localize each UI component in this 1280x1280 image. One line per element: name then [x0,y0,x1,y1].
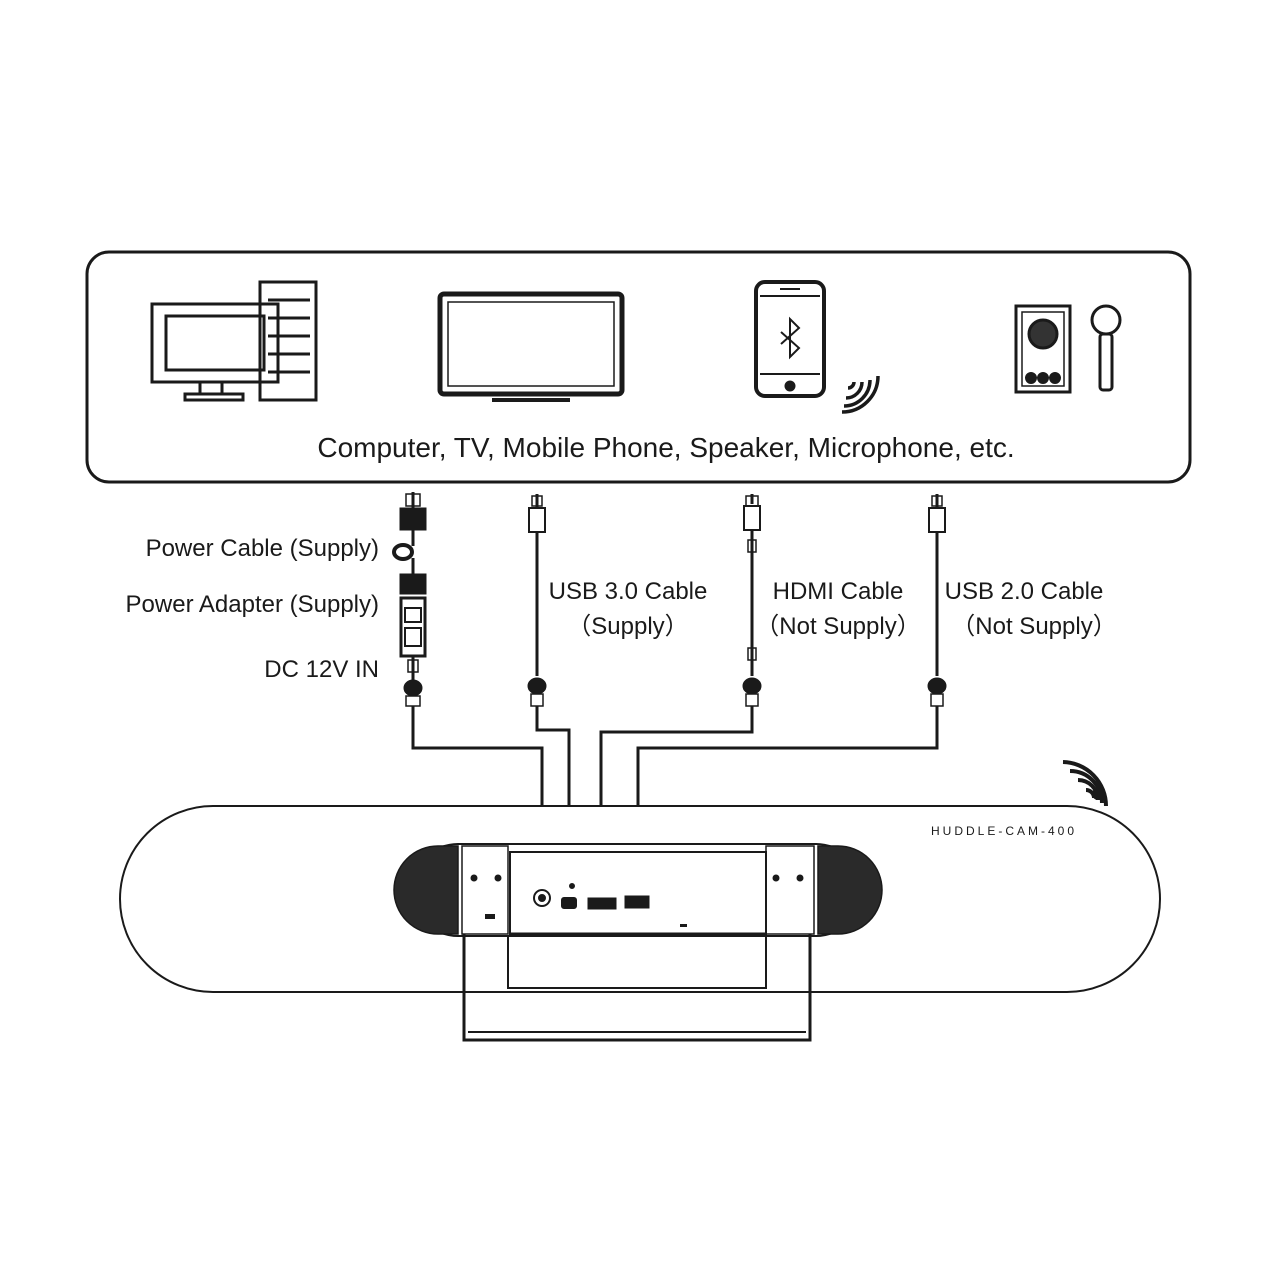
wireless-signal-icon [841,375,880,414]
usb2-cable-label: USB 2.0 Cable [945,578,1104,605]
usb2-supply-label: （Not Supply） [951,613,1116,640]
hdmi-supply-label: （Not Supply） [755,613,920,640]
power-cable-label: Power Cable (Supply) [146,535,379,562]
camera-bar [119,805,1161,1042]
microphone-icon [1090,304,1122,392]
devices-caption: Computer, TV, Mobile Phone, Speaker, Mic… [317,432,1014,463]
dc-power-port [533,889,551,907]
hdmi-cable [599,494,762,868]
bluetooth-icon [780,316,801,360]
usb3-cable [527,494,571,868]
dc-in-label: DC 12V IN [264,656,379,683]
camera-model-label: HUDDLE-CAM-400 [931,824,1077,838]
status-led [485,914,687,927]
devices-panel [85,250,1192,484]
speaker-icon [1014,304,1072,394]
hdmi-cable-label: HDMI Cable [773,578,904,605]
power-adapter-label: Power Adapter (Supply) [126,591,379,618]
mobile-phone-icon [754,280,826,398]
hdmi-port [587,897,617,910]
usb2-port [624,895,650,909]
usb3-supply-label: （Supply） [567,613,688,640]
usb3-port [561,883,577,909]
tv-icon [437,291,625,402]
wireless-signal-icon [1062,760,1108,807]
usb3-cable-label: USB 3.0 Cable [549,578,708,605]
computer-icon [150,280,318,402]
